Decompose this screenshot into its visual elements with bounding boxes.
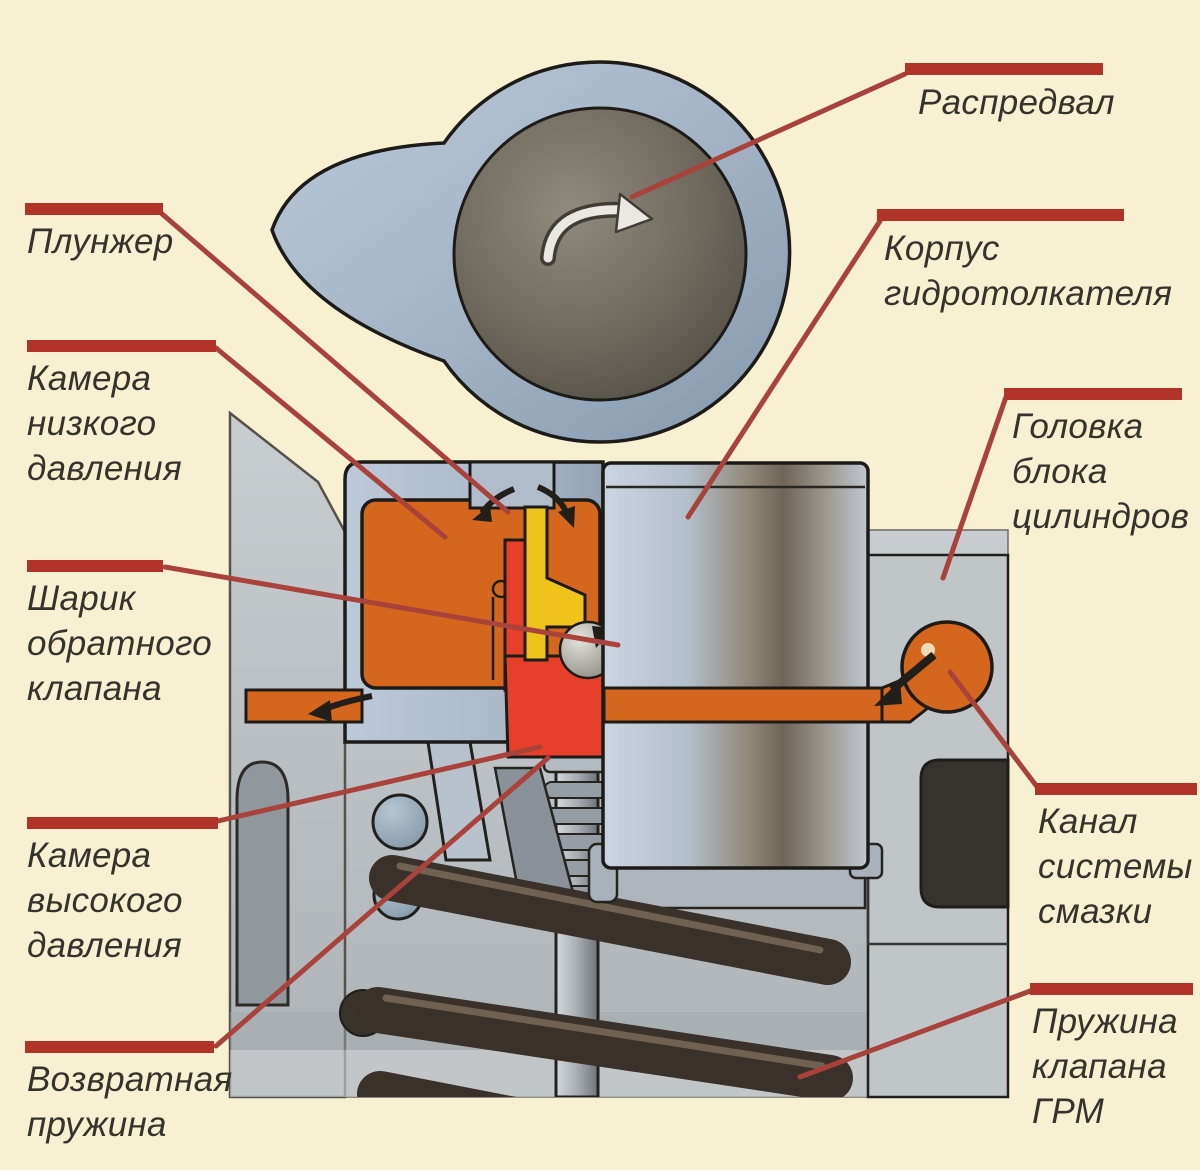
leader-plunger [158,210,511,515]
head-left-bore-arch [235,760,290,1007]
head-right-recess [919,758,1010,909]
label-return-spring: Возвратная пружина [27,1060,233,1144]
label-bar-housing [877,209,1124,221]
leader-lines [158,71,1041,1080]
label-bar-oil-channel [1035,783,1197,795]
label-bar-low-chamber [27,340,216,352]
valve-train-lower [339,740,867,1097]
camshaft-lobe [270,60,792,444]
cam-base-circle [452,106,748,402]
label-bar-cylinder-head [1004,388,1182,400]
timing-valve-spring [339,855,853,1097]
cup-top-notch [468,460,556,510]
label-check-valve-ball: Шарик обратного клапана [27,579,212,708]
spring-retainer-band [601,864,867,910]
cylinder-body [601,461,870,870]
label-high-pressure-chamber: Камера высокого давления [27,836,183,965]
label-oil-channel: Канал системы смазки [1038,802,1193,931]
leader-cylinder-head [940,394,1009,581]
leader-housing [685,218,883,520]
leader-return-spring [213,755,551,1049]
tappet-housing-cylinder [587,461,884,904]
label-bar-grm-spring [1030,983,1193,995]
lubrication-channel [602,620,994,724]
oil-flow-arrowhead-right [874,680,902,706]
label-camshaft: Распредвал [918,83,1115,122]
label-plunger: Плунжер [27,222,174,261]
leader-low-chamber [213,345,448,540]
leader-oil-channel [947,669,1041,791]
label-bar-check-ball [27,560,163,572]
label-bar-camshaft [905,63,1103,75]
label-bars [25,63,1197,1053]
label-timing-valve-spring: Пружина клапана ГРМ [1032,1002,1178,1131]
oil-channel-bar [602,686,884,724]
label-bar-plunger [25,203,163,215]
leader-camshaft [629,71,908,200]
return-spring-coil-section-1 [371,793,429,851]
label-bar-return-spring [25,1041,214,1053]
label-tappet-housing: Корпус гидротолкателя [884,229,1173,313]
leader-grm-spring [797,987,1036,1080]
label-bar-high-chamber [27,817,218,829]
rotation-arrow-icon [540,192,654,266]
label-low-pressure-chamber: Камера низкого давления [27,359,182,488]
leader-check-ball [162,564,621,648]
leader-high-chamber [215,744,543,824]
label-cylinder-head: Головка блока цилиндров [1012,407,1190,536]
head-right-ledge-line [866,860,1008,946]
oil-inlet-stub [244,688,364,724]
